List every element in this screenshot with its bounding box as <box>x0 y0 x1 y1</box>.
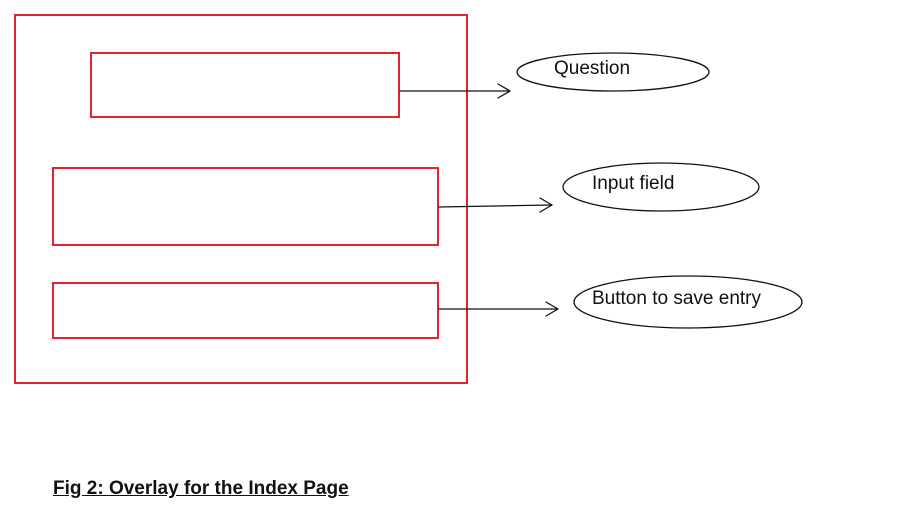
save-button-callout-label: Button to save entry <box>592 288 761 309</box>
input-field-callout-label: Input field <box>592 173 675 194</box>
save-button-placeholder-box <box>52 282 439 339</box>
question-callout-label: Question <box>554 58 631 79</box>
page-overlay-frame <box>14 14 468 384</box>
input-field-placeholder-box <box>52 167 439 246</box>
figure-caption: Fig 2: Overlay for the Index Page <box>53 478 349 499</box>
question-placeholder-box <box>90 52 400 118</box>
